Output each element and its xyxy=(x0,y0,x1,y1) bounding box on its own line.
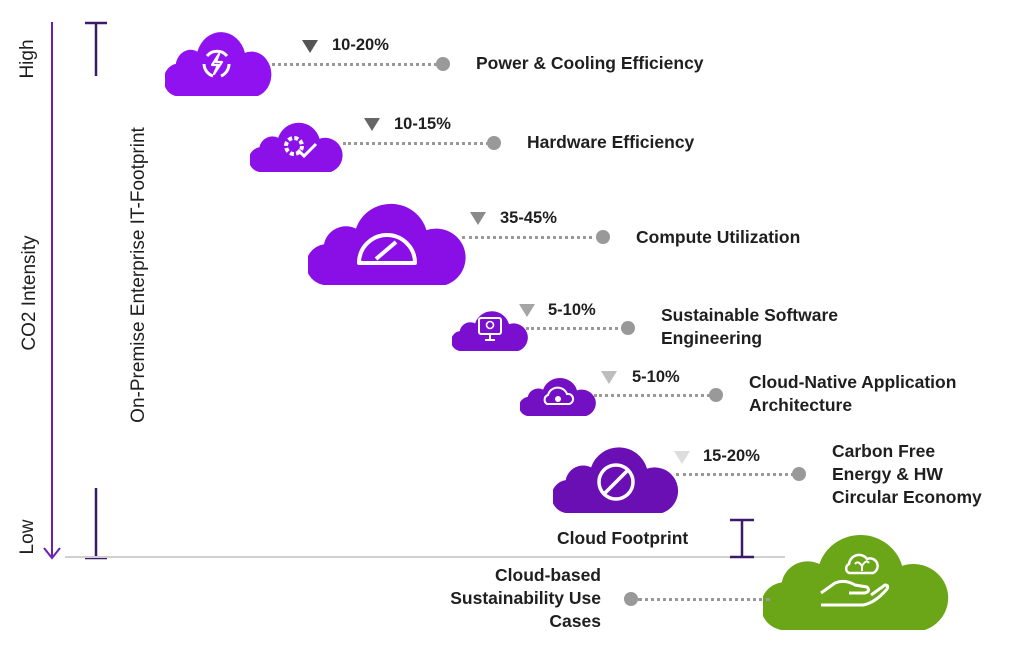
no-symbol-icon xyxy=(597,463,635,501)
lever-label: Cloud-Native Application Architecture xyxy=(749,371,956,417)
connector-dot xyxy=(436,57,450,71)
reduction-value: 35-45% xyxy=(500,209,557,227)
connector-line xyxy=(462,236,599,239)
gear-check-icon xyxy=(284,136,318,159)
co2-axis-arrow xyxy=(43,22,61,560)
reduction-triangle-icon xyxy=(302,40,318,53)
hand-cloud-plant-icon xyxy=(820,553,890,607)
lever-label: Compute Utilization xyxy=(636,226,800,249)
cloud-gear-icon xyxy=(543,386,575,405)
axis-title: CO2 Intensity xyxy=(19,235,40,351)
monitor-head-icon xyxy=(478,317,502,341)
lever-label: Power & Cooling Efficiency xyxy=(476,52,704,75)
reduction-value: 10-15% xyxy=(394,115,451,133)
reduction-triangle-icon xyxy=(364,118,380,131)
reduction-value: 5-10% xyxy=(632,368,680,386)
connector-line xyxy=(594,394,710,397)
connector-line xyxy=(676,473,794,476)
baseline-divider xyxy=(65,556,785,558)
reduction-value: 5-10% xyxy=(548,301,596,319)
connector-dot xyxy=(709,388,723,402)
lever-label: Sustainable Software Engineering xyxy=(661,304,838,350)
label-line: Sustainability Use xyxy=(450,588,601,608)
label-line: Cloud-Native Application xyxy=(749,372,957,392)
connector-dot xyxy=(596,230,610,244)
label-line: Energy & HW xyxy=(832,464,943,484)
cloud-sustainability-use-cases xyxy=(763,535,949,630)
connector-line xyxy=(526,327,624,330)
label-line: Architecture xyxy=(749,395,853,415)
connector-dot xyxy=(792,467,806,481)
connector-line xyxy=(343,142,489,145)
reduction-triangle-icon xyxy=(601,371,617,384)
reduction-triangle-icon xyxy=(519,304,535,317)
label-line: Sustainable Software xyxy=(661,305,838,325)
connector-line xyxy=(638,598,770,601)
cloud-compute xyxy=(308,203,466,285)
label-line: Compute Utilization xyxy=(636,227,801,247)
lever-label: Hardware Efficiency xyxy=(527,131,694,154)
label-line: Carbon Free xyxy=(832,441,936,461)
connector-line xyxy=(272,63,437,66)
label-line: Circular Economy xyxy=(832,487,982,507)
label-line: Cloud-based xyxy=(495,565,601,585)
cloud-footprint-bracket xyxy=(730,518,754,559)
label-line: Hardware Efficiency xyxy=(527,132,695,152)
speedometer-icon xyxy=(357,233,417,265)
cloud-software xyxy=(452,311,528,351)
lever-label: Carbon Free Energy & HW Circular Economy xyxy=(832,440,982,509)
connector-dot xyxy=(487,136,501,150)
on-premise-label: On-Premise Enterprise IT-Footprint xyxy=(128,127,149,423)
power-cycle-icon xyxy=(202,49,231,78)
axis-high-label: High xyxy=(17,39,38,79)
label-line: Engineering xyxy=(661,328,763,348)
cloud-footprint-label: Cloud Footprint xyxy=(557,528,689,548)
on-premise-bracket xyxy=(85,21,107,560)
use-cases-label: Cloud-based Sustainability Use Cases xyxy=(401,564,601,633)
axis-low-label: Low xyxy=(17,519,38,555)
reduction-value: 15-20% xyxy=(703,447,760,465)
reduction-triangle-icon xyxy=(470,212,486,225)
connector-dot xyxy=(624,592,638,606)
label-line: Power & Cooling Efficiency xyxy=(476,53,704,73)
label-line: Cases xyxy=(549,611,601,631)
connector-dot xyxy=(621,321,635,335)
reduction-value: 10-20% xyxy=(332,36,389,54)
reduction-triangle-icon xyxy=(674,451,690,464)
